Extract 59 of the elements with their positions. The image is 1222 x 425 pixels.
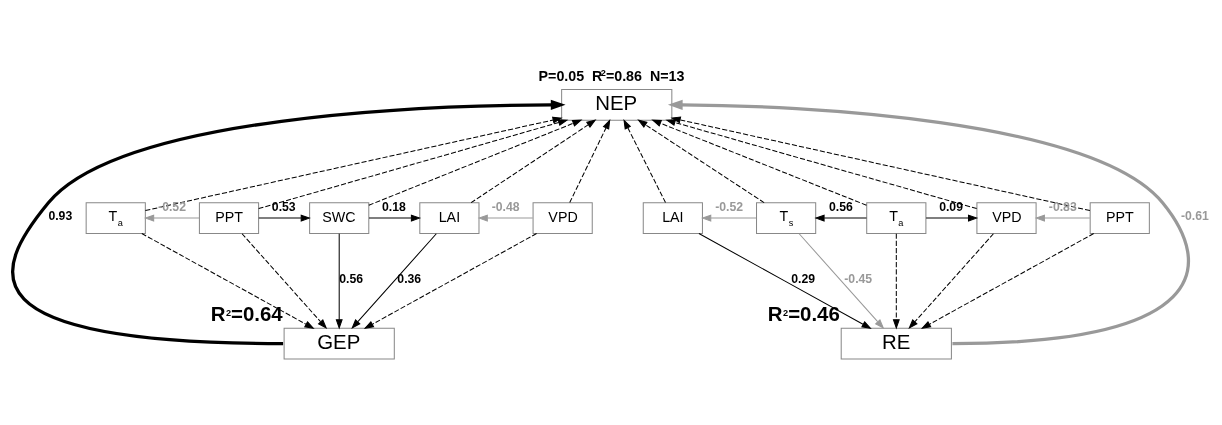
arrow <box>698 233 872 330</box>
edge-label: -0.52 <box>715 199 744 214</box>
edge-label: 0.93 <box>48 209 73 224</box>
node-box: VPD <box>532 202 593 234</box>
node-label: R$^{2}$=0.46 <box>767 303 840 326</box>
arrow <box>351 233 437 330</box>
edge-label: 0.09 <box>939 199 963 214</box>
arrow <box>477 214 534 222</box>
node-box: SWC <box>309 202 370 234</box>
arrow <box>144 116 563 211</box>
edge-label: -0.48 <box>491 199 520 214</box>
arrow <box>363 233 538 330</box>
node-box: VPD <box>976 202 1037 234</box>
edge-label: -0.61 <box>1180 209 1209 224</box>
edge-label: 0.18 <box>382 199 406 214</box>
arrow <box>141 233 315 330</box>
arrow <box>368 214 422 222</box>
node-box: GEP <box>283 327 395 360</box>
arrow <box>258 119 569 210</box>
node-box: LAI <box>642 202 703 234</box>
arrow <box>651 119 867 206</box>
edge-label: -0.52 <box>158 199 186 214</box>
node-box: T$_{a}$ <box>85 202 146 234</box>
arrow <box>241 233 328 330</box>
arrow <box>637 119 765 204</box>
edge-label: 0.29 <box>791 272 816 287</box>
node-box: PPT <box>198 202 260 234</box>
arrow <box>11 99 566 346</box>
arrow <box>920 233 1095 330</box>
node-box: T$_{s}$ <box>756 202 817 234</box>
arrow <box>925 214 979 222</box>
arrow <box>470 119 597 204</box>
edge-label: 0.56 <box>828 199 853 214</box>
edge-label: -0.83 <box>1048 199 1077 214</box>
arrow <box>670 116 1091 211</box>
arrow <box>143 214 200 222</box>
edge-label: -0.45 <box>844 272 873 287</box>
arrow <box>814 214 867 222</box>
arrow <box>798 233 885 330</box>
node-label: R$^{2}$=0.64 <box>210 303 283 326</box>
arrow <box>258 214 311 222</box>
arrow <box>701 214 757 222</box>
arrow <box>335 233 343 330</box>
node-box: T$_{a}$ <box>866 202 927 234</box>
node-box: RE <box>840 327 952 360</box>
arrow <box>623 119 666 204</box>
arrow <box>569 119 611 204</box>
arrow <box>908 233 994 330</box>
edge-label: 0.36 <box>397 272 422 287</box>
edge-label: 0.53 <box>271 199 296 214</box>
node-box: LAI <box>419 202 480 234</box>
arrow <box>665 119 978 210</box>
arrow <box>1034 214 1091 222</box>
arrow <box>667 99 1190 346</box>
node-box: NEP <box>561 89 673 121</box>
arrow <box>892 233 900 330</box>
diagram-title: P=0.05 R$^{2}$=0.86 N=13 <box>538 67 685 84</box>
arrow <box>368 119 583 206</box>
node-box: PPT <box>1089 202 1150 234</box>
